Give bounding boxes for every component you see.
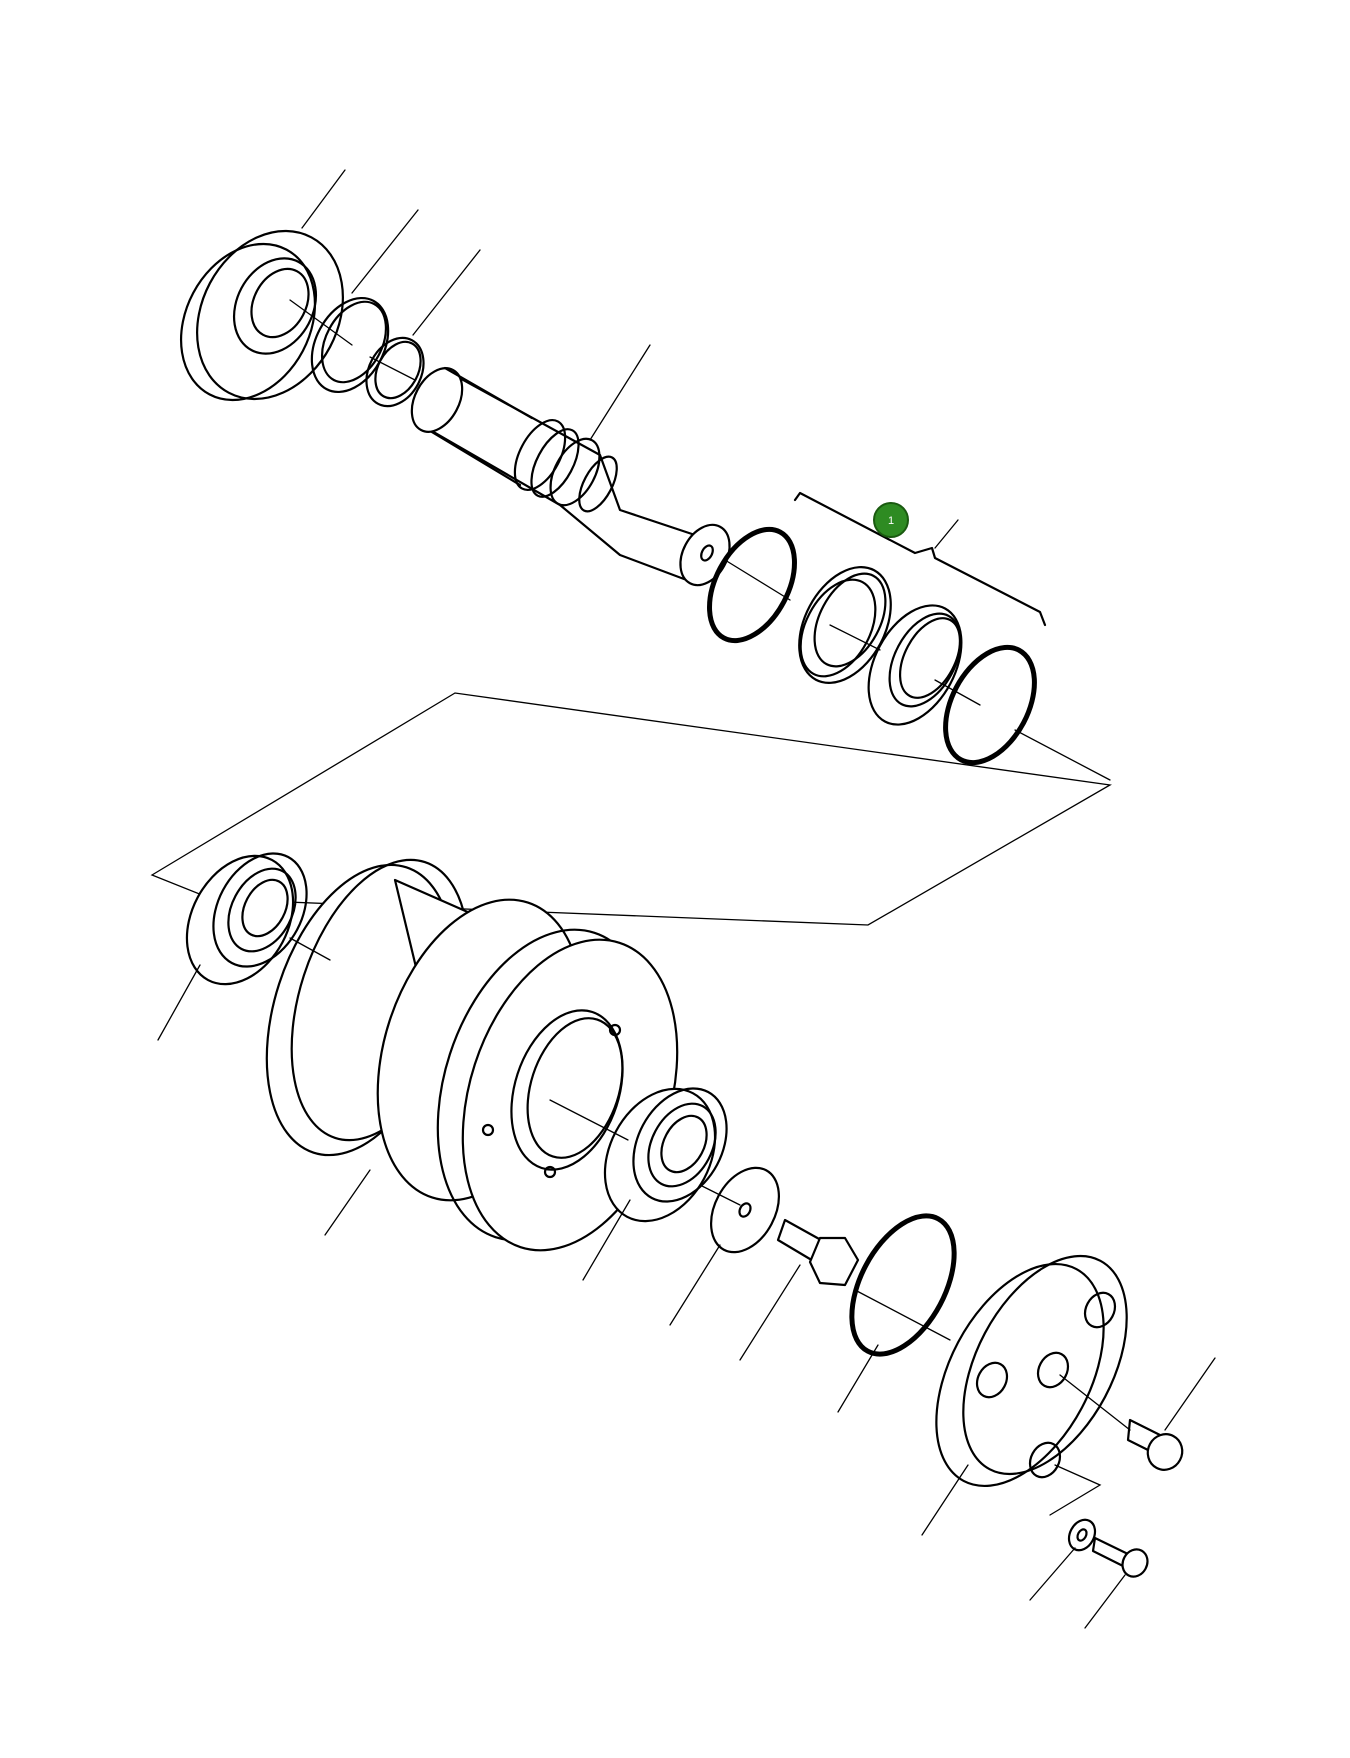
- large-o-ring-part: [849, 1213, 957, 1357]
- callout-1-circle: [873, 502, 909, 538]
- shaft-seal-part: [179, 229, 344, 402]
- seal-cone-part: [867, 604, 963, 726]
- left-ball-bearing-part: [185, 852, 308, 986]
- socket-screw-part: [1126, 1418, 1184, 1471]
- end-cover-part: [935, 1254, 1128, 1488]
- upper-leader-lines: [301, 169, 959, 549]
- small-o-ring-part: [365, 336, 425, 408]
- retaining-ring-part: [943, 644, 1037, 766]
- lower-axis-lines: [289, 937, 1131, 1516]
- shaft-part: [410, 366, 731, 587]
- callout-1[interactable]: 1: [873, 502, 909, 538]
- callout-1-label: 1: [888, 515, 894, 527]
- seal-ring-part: [707, 526, 797, 644]
- kit-bracket: [793, 491, 1047, 627]
- lower-leader-lines: [157, 964, 1216, 1629]
- upper-axis-lines: [289, 299, 1111, 781]
- small-screw-part: [1091, 1536, 1149, 1578]
- right-ball-bearing-part: [603, 1087, 728, 1223]
- hex-bolt-part: [776, 1218, 860, 1287]
- washer-part: [710, 1166, 780, 1254]
